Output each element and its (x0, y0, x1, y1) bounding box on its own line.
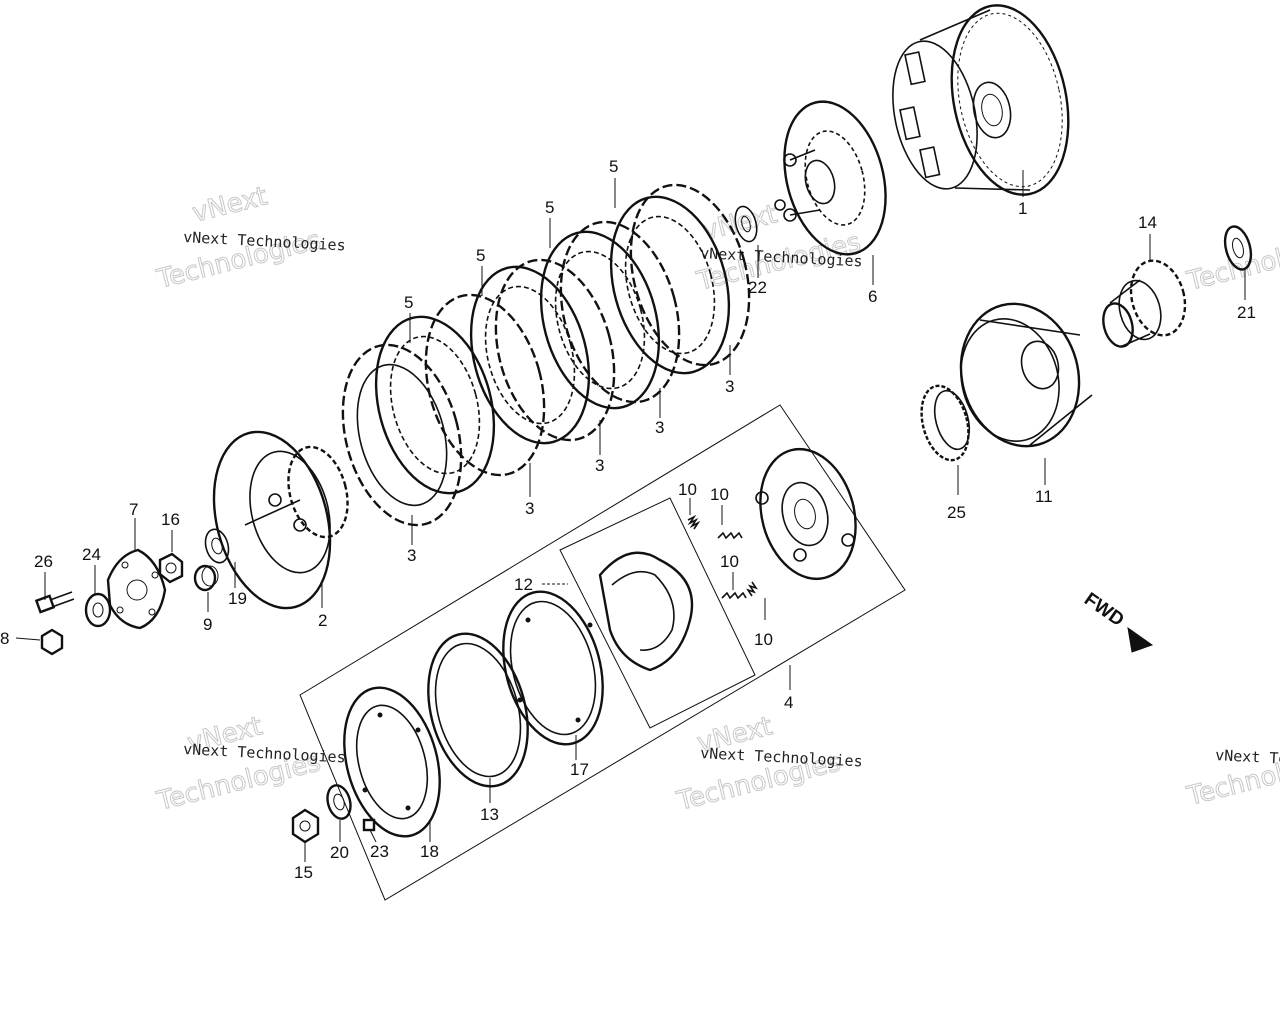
part-24-bearing (84, 592, 112, 628)
callout-24: 24 (82, 545, 101, 564)
part-22-washer (734, 205, 758, 243)
part-19-washer (204, 528, 230, 564)
callout-18: 18 (420, 842, 439, 861)
part-4-drive-plate (755, 447, 857, 581)
part-17-plate (502, 590, 604, 746)
callout-5: 5 (404, 293, 413, 312)
plate-5-b (469, 265, 591, 445)
part-10-springs (687, 514, 758, 600)
assembly-4-box (299, 404, 906, 901)
friction-3-b (424, 293, 546, 477)
callout-10: 10 (720, 552, 739, 571)
callout-5: 5 (609, 157, 618, 176)
leader-lines (15, 170, 1246, 862)
callout-17: 17 (570, 760, 589, 779)
callout-3: 3 (595, 456, 604, 475)
callout-22: 22 (748, 278, 767, 297)
plate-5-a (374, 315, 496, 495)
callout-19: 19 (228, 589, 247, 608)
callout-6: 6 (868, 287, 877, 306)
watermark-bottom-left: vNext Technologies vNext Technologies (153, 711, 346, 818)
callout-7: 7 (129, 500, 138, 519)
callout-1: 1 (1018, 199, 1027, 218)
part-16-nut (158, 552, 184, 584)
callout-13: 13 (480, 805, 499, 824)
part-9-bearing (193, 564, 219, 592)
friction-3-e (629, 183, 751, 367)
part-1-clutch-outer (892, 4, 1070, 196)
callout-20: 20 (330, 843, 349, 862)
callout-3: 3 (655, 418, 664, 437)
part-14-gear (1102, 259, 1187, 348)
fwd-arrow-icon (1127, 626, 1154, 653)
callout-12: 12 (514, 575, 533, 594)
callout-10: 10 (710, 485, 729, 504)
part-13-ring (427, 632, 529, 788)
friction-3-d (559, 220, 681, 404)
callout-5: 5 (476, 246, 485, 265)
callout-14: 14 (1138, 213, 1157, 232)
callout-10: 10 (678, 480, 697, 499)
callout-15: 15 (294, 863, 313, 882)
watermark-top-left: vNext Technologies vNext Technologies (153, 181, 346, 296)
part-6-clutch-center (774, 100, 887, 256)
callout-26: 26 (34, 552, 53, 571)
part-11-drum (959, 302, 1093, 448)
callout-2: 2 (318, 611, 327, 630)
part-25-needle-bearing (920, 384, 971, 462)
assembly-12-box (559, 497, 756, 729)
fwd-indicator: FWD (1080, 589, 1154, 653)
callout-3: 3 (725, 377, 734, 396)
part-20-washer (326, 784, 352, 820)
watermark-top-mid: vNext Technologies vNext Technologies (693, 199, 864, 298)
part-2-pressure-plate (212, 430, 349, 610)
callout-16: 16 (161, 510, 180, 529)
fwd-label: FWD (1080, 589, 1127, 631)
callout-9: 9 (203, 615, 212, 634)
callouts: 1 2 3 3 3 3 3 4 5 5 5 5 6 7 8 9 10 10 10… (0, 157, 1256, 882)
part-18-plate (343, 686, 441, 838)
friction-3-c (494, 258, 616, 442)
callout-3: 3 (407, 546, 416, 565)
part-21-washer (1223, 225, 1253, 271)
callout-8: 8 (0, 629, 9, 648)
callout-23: 23 (370, 842, 389, 861)
clutch-disc-stack (341, 183, 751, 527)
callout-21: 21 (1237, 303, 1256, 322)
plate-5-c (539, 230, 661, 410)
callout-10: 10 (754, 630, 773, 649)
watermark-big-1: vNext (189, 181, 270, 228)
part-12-clutch-weight (598, 551, 694, 672)
part-23-nut (362, 818, 376, 832)
part-26-bolt (34, 591, 75, 614)
callout-3: 3 (525, 499, 534, 518)
part-7-lifter-plate (106, 548, 167, 630)
watermark-bottom-mid: vNext Technologies vNext Technologies (673, 711, 863, 818)
friction-3-a (341, 343, 463, 527)
callout-25: 25 (947, 503, 966, 522)
watermark-bottom-right: Technologies vNext Technologies (1183, 742, 1280, 813)
part-8-nut (40, 628, 64, 656)
callout-5: 5 (545, 198, 554, 217)
part-15-nut (291, 808, 320, 844)
callout-4: 4 (784, 693, 793, 712)
callout-11: 11 (1035, 487, 1053, 506)
